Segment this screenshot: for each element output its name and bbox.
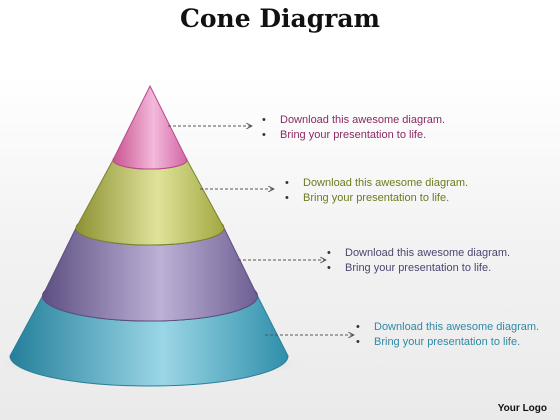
tier-1-note-line-2: Bring your presentation to life. xyxy=(262,128,445,143)
tier-2-note-line-1: Download this awesome diagram. xyxy=(285,176,468,191)
tier-3-notes: Download this awesome diagram. Bring you… xyxy=(327,246,510,276)
tier-1-notes: Download this awesome diagram. Bring you… xyxy=(262,113,445,143)
cone-tier-2 xyxy=(75,159,225,246)
logo-text: Your Logo xyxy=(497,403,547,414)
cone-tier-1 xyxy=(112,84,188,170)
tier-2-note-line-2: Bring your presentation to life. xyxy=(285,191,468,206)
tier-3-note-line-1: Download this awesome diagram. xyxy=(327,246,510,261)
tier-4-note-line-1: Download this awesome diagram. xyxy=(356,320,539,335)
tier-1-note-line-1: Download this awesome diagram. xyxy=(262,113,445,128)
page-title: Cone Diagram xyxy=(179,4,381,33)
tier-4-note-line-2: Bring your presentation to life. xyxy=(356,335,539,350)
tier-3-note-line-2: Bring your presentation to life. xyxy=(327,261,510,276)
tier-2-notes: Download this awesome diagram. Bring you… xyxy=(285,176,468,206)
tier-4-notes: Download this awesome diagram. Bring you… xyxy=(356,320,539,350)
